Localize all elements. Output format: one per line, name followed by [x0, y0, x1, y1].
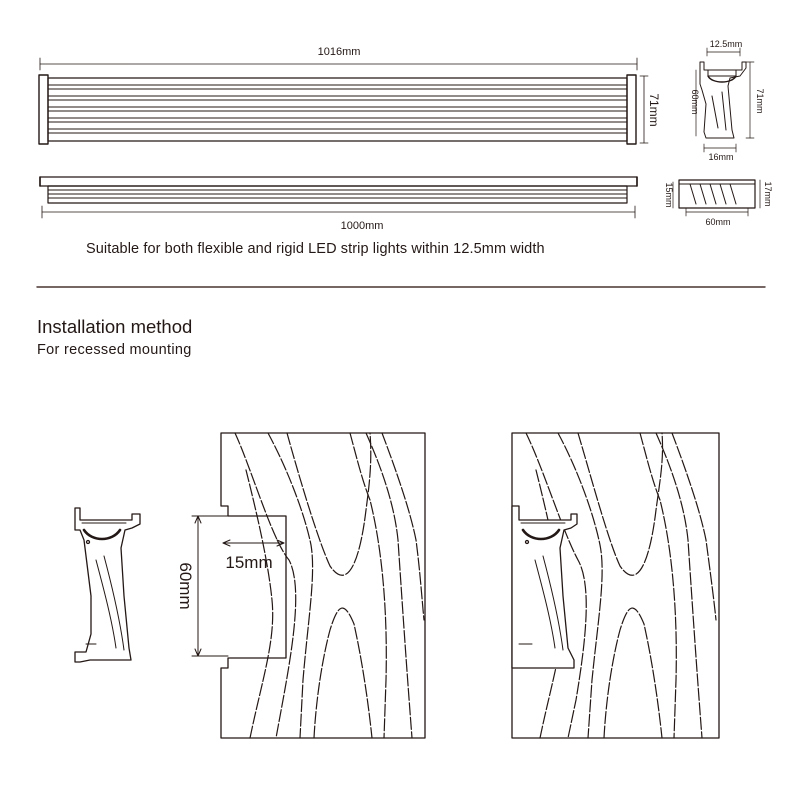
profile-cross-section-small: [695, 47, 755, 153]
dimension-line-inner-length: [41, 205, 636, 219]
top-view-profile: [38, 57, 649, 145]
label-profile-base-width: 16mm: [708, 152, 733, 162]
label-height-side: 71mm: [647, 93, 661, 126]
label-profile-left-height: 60mm: [690, 89, 700, 114]
dimension-line-height-side: [639, 75, 649, 144]
label-total-length: 1016mm: [318, 46, 361, 58]
loose-profile: [74, 507, 141, 663]
label-cut-height: 60mm: [176, 562, 195, 609]
label-endcap-depth-left: 15mm: [664, 182, 674, 207]
wall-with-recess: [220, 432, 426, 739]
end-cap-small: [672, 179, 761, 217]
end-cap-right: [626, 74, 637, 145]
end-cap-left: [38, 74, 49, 145]
label-cut-depth: 15mm: [225, 553, 272, 572]
profile-body: [47, 77, 628, 142]
installation-subtitle: For recessed mounting: [37, 342, 192, 358]
label-profile-top-width: 12.5mm: [710, 39, 743, 49]
label-endcap-width: 60mm: [705, 217, 730, 227]
dimension-line-cut-depth: [222, 539, 285, 547]
label-endcap-depth-right: 17mm: [763, 181, 773, 206]
installed-profile: [511, 505, 578, 669]
side-view-profile: [39, 176, 638, 219]
label-profile-right-height: 71mm: [755, 88, 765, 113]
installation-title: Installation method: [37, 316, 193, 337]
diffuser-lines: [47, 84, 628, 134]
label-inner-length: 1000mm: [341, 220, 384, 232]
dimension-line-total-length: [39, 57, 638, 71]
compatibility-note: Suitable for both flexible and rigid LED…: [86, 241, 545, 257]
wood-grain-left: [234, 432, 425, 739]
dimension-line-cut-height: [191, 515, 229, 657]
